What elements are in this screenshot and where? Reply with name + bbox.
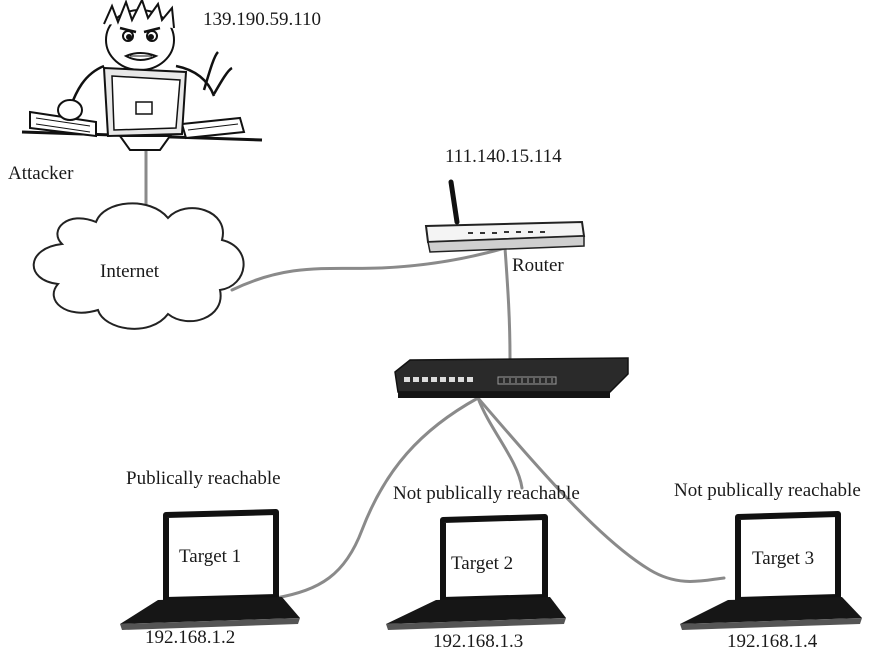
connection-lines	[144, 148, 726, 600]
link-switch-target2	[476, 396, 524, 490]
internet-cloud-icon	[32, 202, 245, 330]
attacker-icon	[21, 0, 263, 151]
link-switch-target3	[476, 396, 726, 583]
router-ip: 111.140.15.114	[445, 146, 562, 167]
laptop-target3-icon	[680, 511, 862, 630]
target3-name: Target 3	[752, 548, 815, 569]
target2-reachability: Not publically reachable	[393, 483, 580, 504]
internet-label: Internet	[100, 261, 160, 282]
target1-ip: 192.168.1.2	[145, 627, 236, 648]
router-icon	[424, 179, 586, 253]
attacker-label: Attacker	[8, 163, 74, 184]
switch-icon	[394, 357, 629, 398]
target2-ip: 192.168.1.3	[433, 631, 524, 652]
laptop-target2-icon	[386, 514, 566, 630]
target1-name: Target 1	[179, 546, 242, 567]
attacker-ip: 139.190.59.110	[203, 9, 322, 30]
laptop-target1-icon	[120, 509, 300, 630]
target2-name: Target 2	[451, 553, 514, 574]
link-internet-router	[230, 246, 507, 292]
target1-reachability: Publically reachable	[126, 468, 281, 489]
target3-reachability: Not publically reachable	[674, 480, 861, 501]
link-router-switch	[503, 246, 512, 360]
router-label: Router	[512, 255, 564, 276]
target3-ip: 192.168.1.4	[727, 631, 818, 652]
link-switch-target1	[274, 396, 480, 600]
